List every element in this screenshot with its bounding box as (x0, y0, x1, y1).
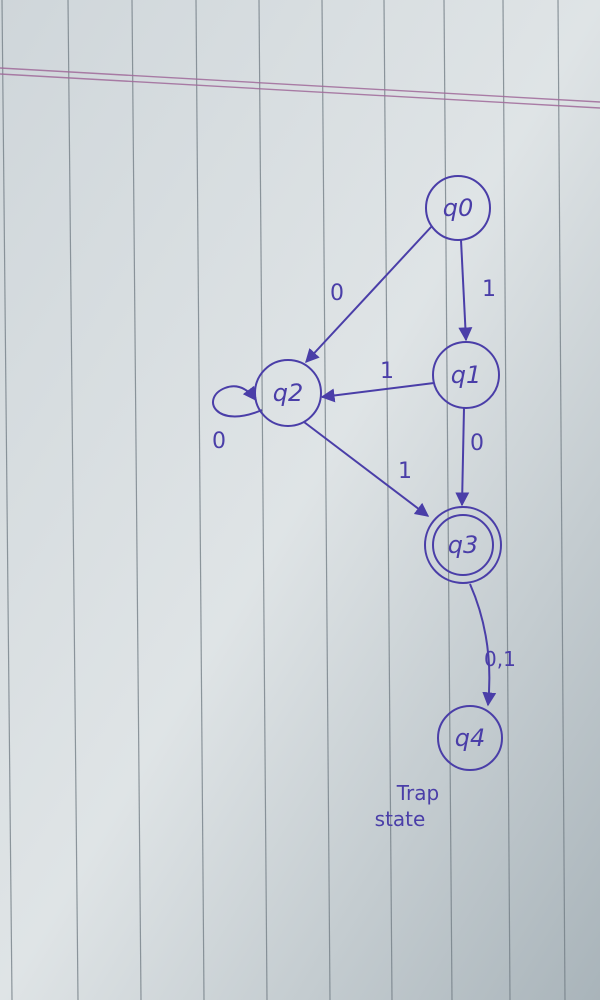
edge-q2-q2-loop (212, 385, 263, 418)
state-q1-label: q1 (451, 361, 482, 389)
trap-state-note-line1: Trap (396, 781, 439, 805)
edge-q0-q1-label: 1 (482, 277, 496, 302)
edge-q1-q3 (455, 407, 470, 507)
edge-q3-q4-label: 0,1 (484, 647, 516, 671)
edge-q1-q2-label: 1 (380, 359, 394, 384)
edge-q1-q3-label: 0 (470, 431, 484, 456)
state-q3-outer (424, 506, 502, 584)
state-q1 (432, 341, 500, 409)
state-q2-label: q2 (273, 379, 304, 407)
edge-q0-q1 (458, 239, 473, 342)
edge-q1-q2 (320, 382, 435, 403)
edge-q0-q2 (305, 225, 433, 364)
edge-q2-q2-loop-label: 0 (212, 429, 226, 454)
state-q3-label: q3 (448, 531, 479, 559)
trap-state-note-line2: state (375, 807, 426, 831)
edge-q2-q3 (303, 421, 430, 517)
edge-q3-q4 (469, 583, 497, 707)
state-q4 (437, 705, 503, 771)
margin-lines (0, 67, 600, 109)
state-q3-inner (432, 514, 494, 576)
state-q4-label: q4 (455, 724, 486, 752)
edge-q0-q2-label: 0 (330, 281, 344, 306)
state-q0-label: q0 (443, 194, 474, 222)
edge-q2-q3-label: 1 (398, 459, 412, 484)
state-q0 (425, 175, 491, 241)
ruled-lines (1, 0, 566, 1000)
